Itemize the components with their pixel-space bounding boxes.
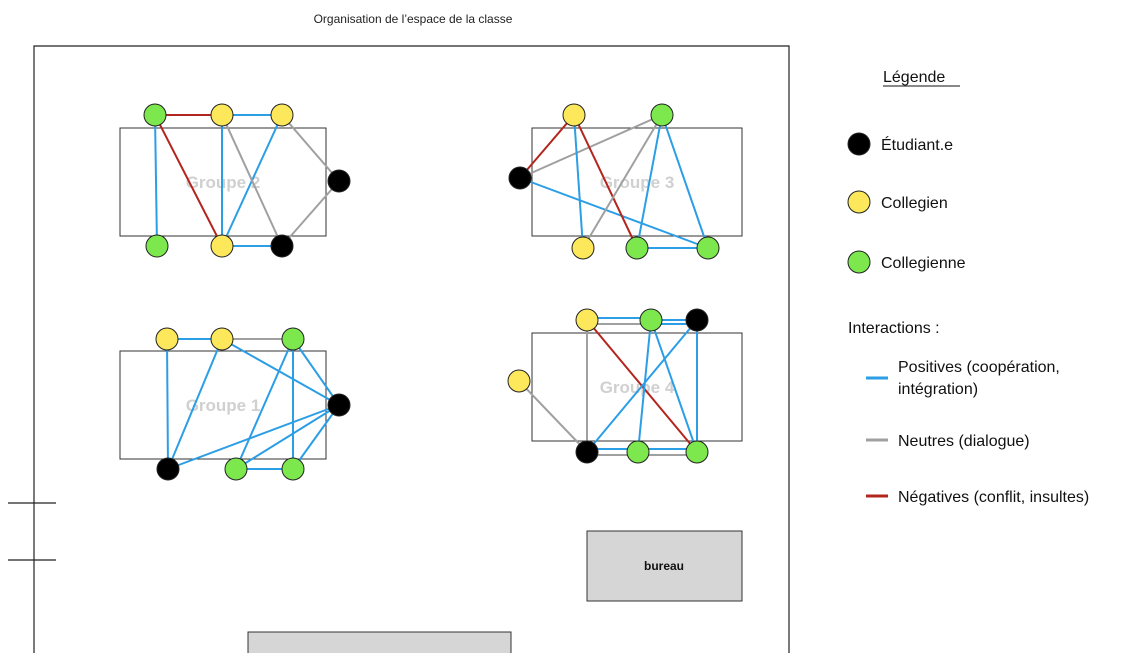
interaction-neutral [582, 114, 663, 249]
interaction-positive [235, 338, 294, 470]
collegienne-node [650, 103, 674, 127]
collegien-node [507, 369, 531, 393]
collegien-node [155, 327, 179, 351]
interaction-negative [519, 114, 575, 179]
etudiant-node [327, 393, 351, 417]
teacher-desk-label: bureau [644, 559, 684, 573]
legend-etudiant-swatch [847, 132, 871, 156]
classroom-room [8, 45, 790, 653]
collegienne-node [625, 236, 649, 260]
interaction-positive [154, 114, 158, 247]
interaction-positive [636, 114, 663, 249]
collegienne-node [626, 440, 650, 464]
interaction-positive [167, 404, 340, 470]
etudiant-node [508, 166, 532, 190]
diagram-title: Organisation de l’espace de la classe [314, 12, 513, 26]
legend-interactions-heading: Interactions : [848, 320, 940, 337]
interaction-neutral [281, 180, 340, 247]
etudiant-node [327, 169, 351, 193]
legend-heading: Légende [883, 69, 945, 86]
etudiant-node [575, 440, 599, 464]
collegien-node [210, 327, 234, 351]
interaction-positive [221, 338, 340, 406]
teacher-desk [586, 530, 743, 602]
interaction-positive [661, 114, 709, 249]
collegienne-node [281, 457, 305, 481]
legend-negative-label: Négatives (conflit, insultes) [898, 489, 1089, 506]
collegien-node [562, 103, 586, 127]
collegien-node [270, 103, 294, 127]
etudiant-node [270, 234, 294, 258]
group-1-label: Groupe 1 [186, 396, 261, 415]
interaction-neutral [221, 114, 283, 247]
legend-collegienne-label: Collegienne [881, 255, 966, 272]
group-2: Groupe 2 [119, 103, 351, 258]
legend: Légende Étudiant.e Collegien Collegienne… [847, 69, 1089, 506]
interaction-positive [167, 338, 223, 470]
collegien-node [571, 236, 595, 260]
interaction-positive [573, 114, 584, 249]
interaction-positive [650, 319, 698, 453]
legend-collegien-swatch [847, 190, 871, 214]
group-4: Groupe 4 [507, 308, 743, 464]
collegien-node [210, 103, 234, 127]
front-board [247, 631, 512, 653]
legend-collegien-label: Collegien [881, 195, 948, 212]
interaction-positive [292, 404, 340, 470]
collegienne-node [639, 308, 663, 332]
collegienne-node [143, 103, 167, 127]
collegienne-node [696, 236, 720, 260]
legend-etudiant-label: Étudiant.e [881, 135, 953, 154]
collegienne-node [281, 327, 305, 351]
legend-collegienne-swatch [847, 250, 871, 274]
interaction-neutral [281, 114, 340, 182]
interaction-neutral [519, 114, 663, 179]
group-4-table [531, 332, 743, 442]
collegienne-node [224, 457, 248, 481]
interaction-positive [166, 338, 169, 470]
group-3-label: Groupe 3 [600, 173, 675, 192]
interaction-negative [154, 114, 223, 247]
group-3: Groupe 3 [508, 103, 743, 260]
group-3-table [531, 127, 743, 237]
interaction-positive [637, 319, 652, 453]
etudiant-node [685, 308, 709, 332]
group-1-table [119, 350, 327, 460]
interaction-neutral [518, 380, 588, 453]
collegien-node [210, 234, 234, 258]
legend-positive-label-line2: intégration) [898, 381, 978, 398]
group-4-label: Groupe 4 [600, 378, 675, 397]
legend-neutral-label: Neutres (dialogue) [898, 433, 1030, 450]
collegienne-node [145, 234, 169, 258]
collegienne-node [685, 440, 709, 464]
interaction-negative [573, 114, 638, 249]
interaction-positive [292, 338, 340, 406]
interaction-positive [519, 177, 709, 249]
interaction-positive [235, 404, 340, 470]
etudiant-node [156, 457, 180, 481]
legend-positive-label-line1: Positives (coopération, [898, 359, 1060, 376]
interaction-positive [586, 319, 698, 453]
collegien-node [575, 308, 599, 332]
group-1: Groupe 1 [119, 327, 351, 481]
